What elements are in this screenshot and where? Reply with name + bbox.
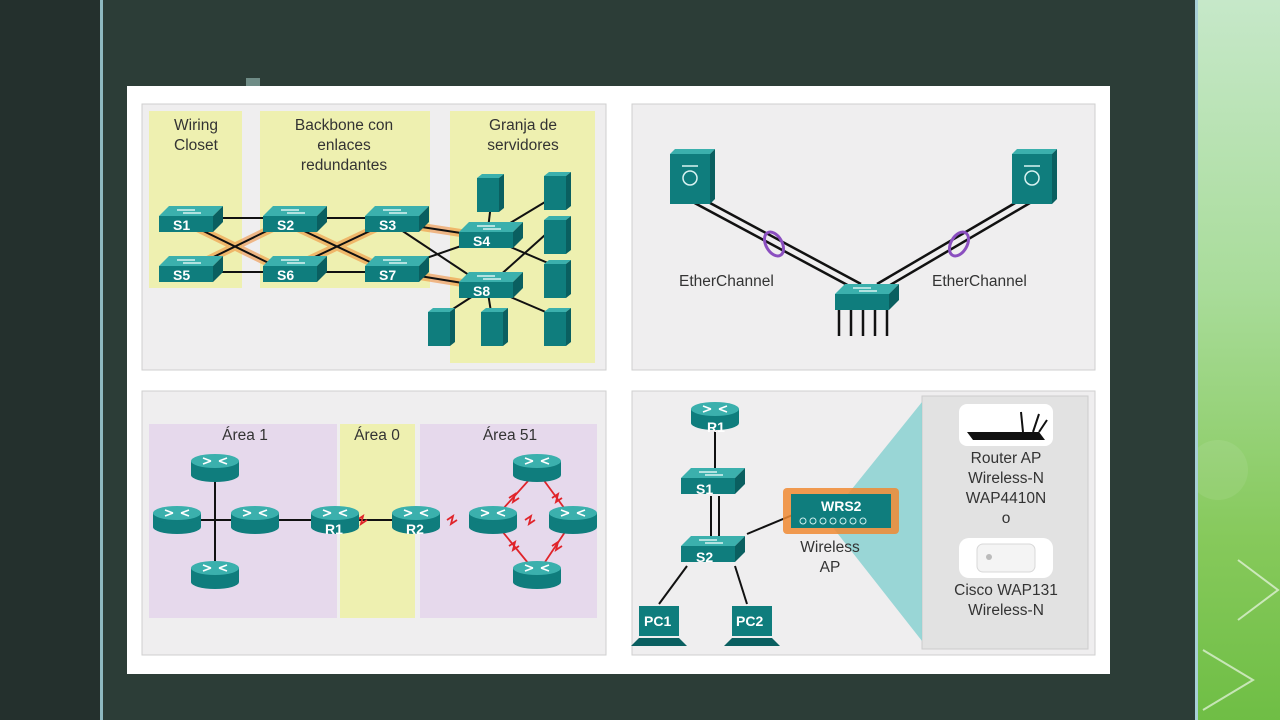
zone-label-backbone-3: redundantes (301, 157, 387, 174)
multilayer-switch-left (670, 149, 715, 204)
left-divider (100, 0, 103, 720)
switch-label-s4: S4 (473, 233, 490, 249)
router-label-r1: R1 (325, 521, 343, 537)
router (468, 505, 518, 535)
switch-s8 (458, 271, 524, 299)
switch-label-s3: S3 (379, 217, 396, 233)
router (548, 505, 598, 535)
router-label-r1: R1 (707, 419, 725, 435)
pc-label-pc1: PC1 (644, 613, 671, 629)
server (544, 260, 571, 298)
router-ap-image (959, 404, 1053, 446)
server (544, 172, 571, 210)
access-switch (834, 283, 900, 311)
panel-ospf-areas: Área 1 Área 0 Área 51 R1 R2 (141, 390, 607, 656)
right-divider (1195, 0, 1198, 720)
pc1 (631, 606, 687, 646)
server (428, 308, 455, 346)
area-label-0: Área 0 (354, 427, 400, 444)
switch-label-s2: S2 (696, 549, 713, 565)
area-label-51: Área 51 (483, 427, 537, 444)
panel-etherchannel: EtherChannel EtherChannel (631, 103, 1096, 371)
etherchannel-ring-right (948, 230, 970, 258)
server (544, 216, 571, 254)
network-diagram-slide: Wiring Closet Backbone con enlaces redun… (127, 86, 1110, 674)
zone-label-backbone-2: enlaces (317, 137, 371, 154)
router (512, 560, 562, 590)
switch-s1 (158, 205, 224, 233)
pc2 (724, 606, 780, 646)
router (190, 560, 240, 590)
router (190, 453, 240, 483)
switch-label-s1: S1 (696, 481, 713, 497)
server (544, 308, 571, 346)
server (477, 174, 504, 212)
router-ap-label-2: Wireless-N (968, 470, 1044, 487)
zone-label-wiring-1: Wiring (174, 117, 218, 134)
multilayer-switch-right (1012, 149, 1057, 204)
etherchannel-label-right: EtherChannel (932, 273, 1027, 290)
pc-label-pc2: PC2 (736, 613, 763, 629)
switch-label-s6: S6 (277, 267, 294, 283)
switch-s7 (364, 255, 430, 283)
router (152, 505, 202, 535)
router-label-r2: R2 (406, 521, 424, 537)
router (230, 505, 280, 535)
router-links (177, 469, 415, 574)
switch-s3 (364, 205, 430, 233)
wrs2-wireless-router (783, 488, 899, 534)
left-strip (0, 0, 100, 720)
cisco-wap-label-1: Cisco WAP131 (954, 582, 1058, 599)
router-ap-label-3: WAP4410N (966, 490, 1046, 507)
etherchannel-ring-left (763, 230, 785, 258)
switch-label-s5: S5 (173, 267, 190, 283)
switch-s5 (158, 255, 224, 283)
server (481, 308, 508, 346)
zone-label-backbone-1: Backbone con (295, 117, 393, 134)
zone-label-servers-2: servidores (487, 137, 559, 154)
switch-label-s8: S8 (473, 283, 490, 299)
panel-wireless: R1 S1 S2 PC1 PC2 WRS2 Wireless AP Router… (631, 390, 1096, 656)
zone-label-servers-1: Granja de (489, 117, 557, 134)
switch-label-s7: S7 (379, 267, 396, 283)
wireless-links (658, 426, 796, 605)
wrs2-label: WRS2 (821, 498, 862, 514)
switch-s2 (262, 205, 328, 233)
wireless-ap-label-1: Wireless (800, 539, 860, 556)
cisco-wap-label-2: Wireless-N (968, 602, 1044, 619)
switch-label-s2: S2 (277, 217, 294, 233)
area-label-1: Área 1 (222, 427, 268, 444)
router (512, 453, 562, 483)
wireless-ap-label-2: AP (820, 559, 841, 576)
etherchannel-label-left: EtherChannel (679, 273, 774, 290)
switch-label-s1: S1 (173, 217, 190, 233)
cisco-wap131-image (959, 538, 1053, 578)
router-ap-label-1: Router AP (971, 450, 1042, 467)
title-marker (246, 78, 260, 86)
panel-redundant-backbone: Wiring Closet Backbone con enlaces redun… (141, 103, 607, 371)
serial-links (356, 470, 574, 575)
switch-s4 (458, 221, 524, 249)
router-ap-label-4: o (1002, 510, 1011, 527)
zone-label-wiring-2: Closet (174, 137, 219, 154)
decorative-sidebar (1198, 0, 1280, 720)
switch-s6 (262, 255, 328, 283)
